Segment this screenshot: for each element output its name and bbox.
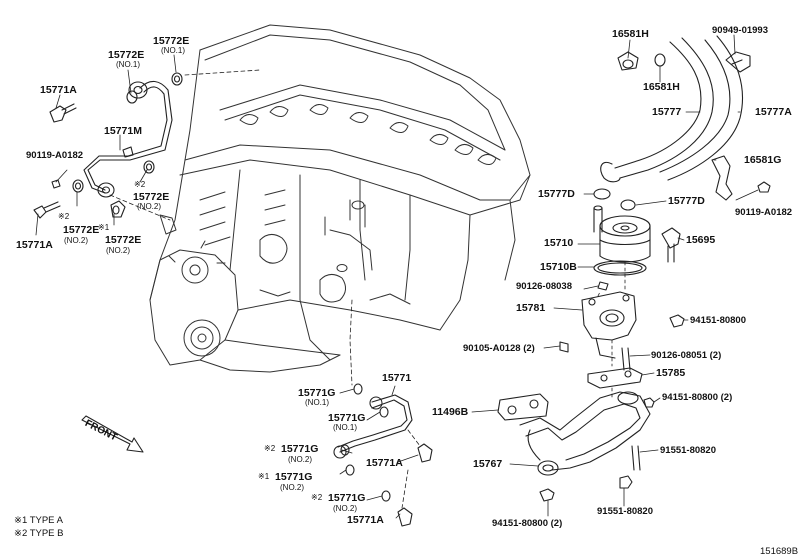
- part-label-15771g: 15771G: [298, 387, 336, 399]
- coolant-hoses: [600, 35, 771, 201]
- engine-block: [149, 24, 531, 373]
- part-label-15785: 15785: [656, 367, 686, 379]
- part-label-15767: 15767: [473, 458, 503, 470]
- type-marker: ※2: [134, 180, 146, 189]
- part-label-15781: 15781: [516, 302, 546, 314]
- part-label-15777d: 15777D: [538, 188, 575, 200]
- part-label-15772e: 15772E: [133, 191, 170, 203]
- part-label-15771g: 15771G: [281, 443, 319, 455]
- part-label-16581g: 16581G: [744, 154, 782, 166]
- type-marker: ※2: [264, 444, 276, 453]
- part-label-91551-80820: 91551-80820: [597, 506, 653, 517]
- part-label-15777a: 15777A: [755, 106, 792, 118]
- part-label-90119-a0182: 90119-A0182: [735, 207, 793, 218]
- part-label-94151-80800: 94151-80800: [690, 315, 746, 326]
- part-label-90126-08051: 90126-08051 (2): [651, 350, 722, 361]
- part-label-90119-a0182: 90119-A0182: [26, 150, 84, 161]
- part-sublabel: (NO.2): [333, 504, 357, 513]
- part-label-15772e: 15772E: [105, 234, 142, 246]
- part-label-90126-08038: 90126-08038: [516, 281, 572, 292]
- type-marker: ※1: [98, 223, 110, 232]
- type-marker: ※2: [311, 493, 323, 502]
- part-label-16581h: 16581H: [643, 81, 680, 93]
- part-label-94151-80800: 94151-80800 (2): [662, 392, 733, 403]
- part-sublabel: (NO.1): [305, 398, 329, 407]
- part-label-15772e: 15772E: [63, 224, 100, 236]
- part-label-15710b: 15710B: [540, 261, 577, 273]
- part-label-15771a: 15771A: [347, 514, 384, 526]
- part-label-15771g: 15771G: [328, 492, 366, 504]
- part-label-15771g: 15771G: [275, 471, 313, 483]
- part-sublabel: (NO.2): [106, 246, 130, 255]
- part-label-15771: 15771: [382, 372, 412, 384]
- lower-oil-pipe: [333, 383, 433, 527]
- part-sublabel: (NO.1): [116, 60, 140, 69]
- part-label-11496b: 11496B: [432, 406, 469, 418]
- part-label-15772e: 15772E: [153, 35, 190, 47]
- part-sublabel: (NO.1): [161, 46, 185, 55]
- type-marker: ※2: [58, 212, 70, 221]
- leaders-lower-left: [339, 299, 421, 519]
- part-sublabel: (NO.2): [280, 483, 304, 492]
- part-label-90105-a0128: 90105-A0128 (2): [463, 343, 535, 354]
- part-label-90949-01993: 90949-01993: [712, 25, 768, 36]
- part-label-16581h: 16581H: [612, 28, 649, 40]
- legend-type-a: ※1 TYPE A: [14, 515, 63, 526]
- leaders-right: [471, 34, 759, 517]
- part-sublabel: (NO.2): [288, 455, 312, 464]
- part-label-15771a: 15771A: [16, 239, 53, 251]
- part-label-15777: 15777: [652, 106, 682, 118]
- part-sublabel: (NO.2): [137, 202, 161, 211]
- type-marker: ※1: [258, 472, 270, 481]
- part-label-15710: 15710: [544, 237, 574, 249]
- part-sublabel: (NO.2): [64, 236, 88, 245]
- legend-type-b: ※2 TYPE B: [14, 528, 64, 539]
- oil-outlet-pipe: [497, 391, 655, 502]
- part-label-15771m: 15771M: [104, 125, 142, 137]
- part-label-94151-80800: 94151-80800 (2): [492, 518, 563, 529]
- part-label-15771g: 15771G: [328, 412, 366, 424]
- part-label-15695: 15695: [686, 234, 716, 246]
- front-arrow: [81, 415, 144, 453]
- part-label-15772e: 15772E: [108, 49, 145, 61]
- part-label-15771a: 15771A: [366, 457, 403, 469]
- part-label-15771a: 15771A: [40, 84, 77, 96]
- part-sublabel: (NO.1): [333, 423, 357, 432]
- figure-id: 151689B: [760, 546, 799, 557]
- upper-oil-pipe: [33, 72, 183, 219]
- part-label-91551-80820: 91551-80820: [660, 445, 716, 456]
- part-label-15777d: 15777D: [668, 195, 705, 207]
- leaders-top-left: [35, 54, 261, 236]
